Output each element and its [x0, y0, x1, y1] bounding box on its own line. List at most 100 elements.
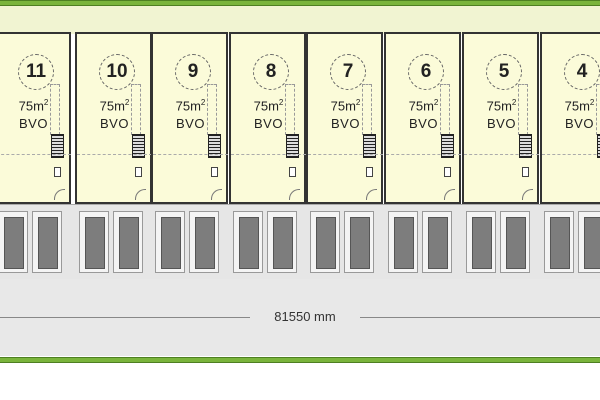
- stair-icon: [208, 134, 221, 158]
- dimension-label: 81550 mm: [250, 309, 360, 324]
- car-icon: [350, 217, 370, 269]
- unit-area: 75m2: [77, 98, 152, 113]
- unit-area: 75m2: [386, 98, 461, 113]
- unit-area: 75m2: [464, 98, 539, 113]
- mezzanine-line: [77, 154, 152, 155]
- top-yard-strip: [0, 6, 600, 34]
- unit-type: BVO: [331, 116, 360, 131]
- unit-type: BVO: [254, 116, 283, 131]
- unit-number: 5: [486, 54, 522, 90]
- car-icon: [428, 217, 448, 269]
- unit-type: BVO: [565, 116, 594, 131]
- parking-bay: [544, 211, 574, 273]
- unit-area-value: 75m: [175, 98, 201, 114]
- partition-wall: [207, 84, 217, 135]
- door-swing-icon: [135, 189, 146, 200]
- unit-area-exponent: 2: [278, 98, 284, 107]
- unit-area-exponent: 2: [43, 98, 49, 107]
- unit-area-value: 75m: [564, 98, 590, 114]
- door-icon: [444, 167, 451, 177]
- parking-bay: [344, 211, 374, 273]
- car-icon: [239, 217, 259, 269]
- stair-icon: [363, 134, 376, 158]
- unit-area-exponent: 2: [511, 98, 517, 107]
- unit-type: BVO: [487, 116, 516, 131]
- partition-wall: [440, 84, 450, 135]
- car-icon: [119, 217, 139, 269]
- parking-row: [0, 204, 600, 280]
- unit-area-value: 75m: [486, 98, 512, 114]
- hedge-bottom: [0, 357, 600, 363]
- unit-number: 10: [99, 54, 135, 90]
- mezzanine-line: [542, 154, 600, 155]
- unit-area-value: 75m: [408, 98, 434, 114]
- unit-type: BVO: [100, 116, 129, 131]
- door-icon: [522, 167, 529, 177]
- door-icon: [366, 167, 373, 177]
- unit-area-exponent: 2: [200, 98, 206, 107]
- unit-area: 75m2: [308, 98, 383, 113]
- unit-number: 6: [408, 54, 444, 90]
- unit-area-value: 75m: [253, 98, 279, 114]
- unit-number: 8: [253, 54, 289, 90]
- unit-area-value: 75m: [330, 98, 356, 114]
- unit-area: 75m2: [153, 98, 228, 113]
- hedge-top: [0, 0, 600, 6]
- parking-bay: [500, 211, 530, 273]
- car-icon: [550, 217, 570, 269]
- unit-number: 11: [18, 54, 54, 90]
- car-icon: [4, 217, 24, 269]
- unit-area: 75m2: [542, 98, 600, 113]
- parking-bay: [310, 211, 340, 273]
- parking-bay: [113, 211, 143, 273]
- parking-bay: [267, 211, 297, 273]
- unit-area-exponent: 2: [433, 98, 439, 107]
- car-icon: [316, 217, 336, 269]
- parking-bay: [32, 211, 62, 273]
- door-icon: [211, 167, 218, 177]
- parking-bay: [578, 211, 600, 273]
- parking-bay: [189, 211, 219, 273]
- stair-icon: [519, 134, 532, 158]
- parking-bay: [233, 211, 263, 273]
- unit-number: 4: [564, 54, 600, 90]
- partition-wall: [596, 84, 600, 135]
- car-icon: [85, 217, 105, 269]
- partition-wall: [362, 84, 372, 135]
- door-swing-icon: [366, 189, 377, 200]
- unit-type: BVO: [19, 116, 48, 131]
- parking-bay: [466, 211, 496, 273]
- partition-wall: [285, 84, 295, 135]
- door-icon: [135, 167, 142, 177]
- mezzanine-line: [464, 154, 539, 155]
- mezzanine-line: [308, 154, 383, 155]
- car-icon: [394, 217, 414, 269]
- door-swing-icon: [211, 189, 222, 200]
- access-road: 81550 mm: [0, 279, 600, 356]
- partition-wall: [50, 84, 60, 135]
- car-icon: [273, 217, 293, 269]
- door-swing-icon: [444, 189, 455, 200]
- car-icon: [195, 217, 215, 269]
- stair-icon: [286, 134, 299, 158]
- mezzanine-line: [0, 154, 71, 155]
- unit-area-exponent: 2: [355, 98, 361, 107]
- car-icon: [38, 217, 58, 269]
- mezzanine-line: [231, 154, 306, 155]
- unit-number: 7: [330, 54, 366, 90]
- unit-number: 9: [175, 54, 211, 90]
- mezzanine-line: [153, 154, 228, 155]
- stair-icon: [132, 134, 145, 158]
- car-icon: [506, 217, 526, 269]
- stair-icon: [51, 134, 64, 158]
- unit-area: 75m2: [231, 98, 306, 113]
- unit-type: BVO: [176, 116, 205, 131]
